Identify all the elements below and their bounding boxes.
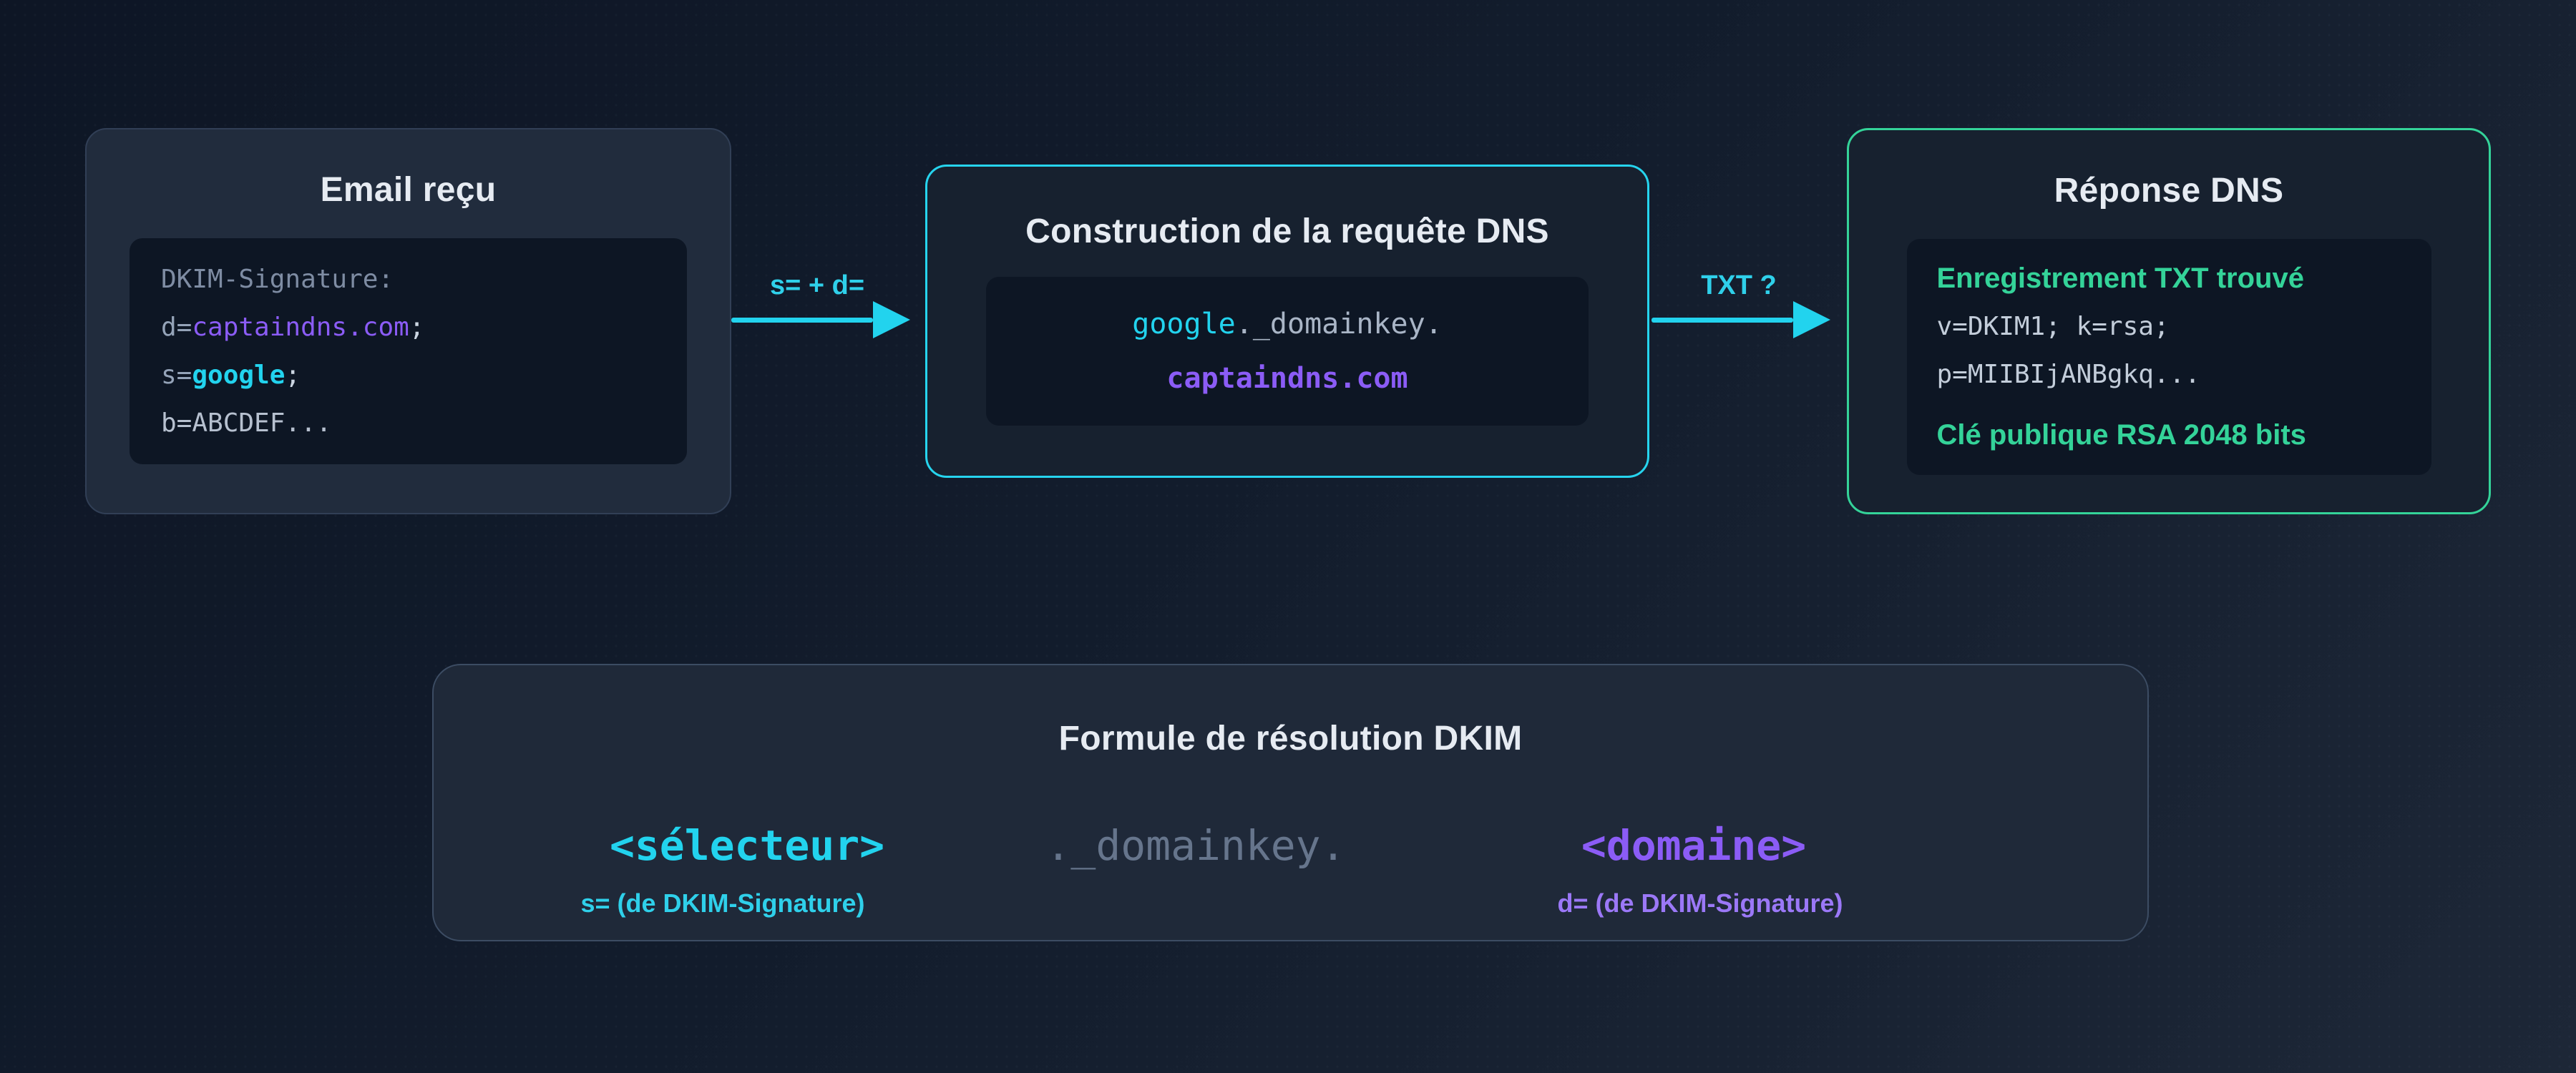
query-domainkey-part: ._domainkey. [1235, 308, 1443, 340]
selector-arrow-line [731, 318, 873, 323]
b-line-text: b=ABCDEF... [161, 408, 332, 438]
formula-domain-token: <domaine> [1581, 821, 1807, 870]
code-line-b: b=ABCDEF... [161, 399, 655, 447]
dkim-resolution-formula-box: Formule de résolution DKIM <sélecteur> .… [432, 664, 2149, 941]
query-box-title: Construction de la requête DNS [1025, 212, 1549, 250]
d-value-domain: captaindns.com [192, 313, 409, 342]
code-line-d: d=captaindns.com; [161, 303, 655, 351]
dkim-signature-header: DKIM-Signature: [161, 265, 394, 294]
dns-response-box: Réponse DNS Enregistrement TXT trouvé v=… [1847, 128, 2491, 514]
dns-query-code-block: google._domainkey. captaindns.com [986, 277, 1589, 426]
code-line-s: s=google; [161, 351, 655, 399]
dns-query-construction-box: Construction de la requête DNS google._d… [925, 165, 1649, 478]
selector-arrow-label: s= + d= [769, 270, 865, 300]
txt-query-arrow-right-icon [1793, 301, 1830, 338]
email-box-title: Email reçu [320, 171, 497, 209]
formula-domainkey-token: ._domainkey. [1045, 821, 1346, 870]
query-line-2: captaindns.com [986, 351, 1589, 406]
txt-record-found-status: Enregistrement TXT trouvé [1936, 263, 2304, 294]
query-line-1: google._domainkey. [986, 297, 1589, 351]
s-key: s= [161, 361, 192, 390]
d-key: d= [161, 313, 192, 342]
rsa-public-key-note: Clé publique RSA 2048 bits [1936, 419, 2306, 451]
query-selector-part: google [1132, 308, 1236, 340]
formula-domain-note: d= (de DKIM-Signature) [1557, 888, 1843, 918]
dns-response-code-block: Enregistrement TXT trouvé v=DKIM1; k=rsa… [1906, 239, 2431, 475]
formula-selector-note: s= (de DKIM-Signature) [580, 888, 865, 918]
record-line-p: p=MIIBIjANBgkq... [1936, 360, 2200, 389]
response-box-title: Réponse DNS [2054, 172, 2284, 210]
formula-selector-token: <sélecteur> [609, 821, 885, 870]
record-line-v: v=DKIM1; k=rsa; [1936, 312, 2170, 341]
code-line-dkim-signature: DKIM-Signature: [161, 255, 655, 303]
s-value-selector: google [192, 361, 286, 390]
s-line-semicolon: ; [285, 361, 301, 390]
query-domain-part: captaindns.com [1166, 362, 1408, 395]
d-line-semicolon: ; [409, 313, 425, 342]
txt-query-arrow-line [1652, 318, 1793, 323]
dkim-signature-code-block: DKIM-Signature: d=captaindns.com; s=goog… [130, 238, 687, 464]
selector-arrow-right-icon [873, 301, 910, 338]
txt-query-arrow-label: TXT ? [1701, 270, 1777, 300]
email-received-box: Email reçu DKIM-Signature: d=captaindns.… [85, 128, 731, 514]
formula-box-title: Formule de résolution DKIM [1058, 720, 1523, 758]
